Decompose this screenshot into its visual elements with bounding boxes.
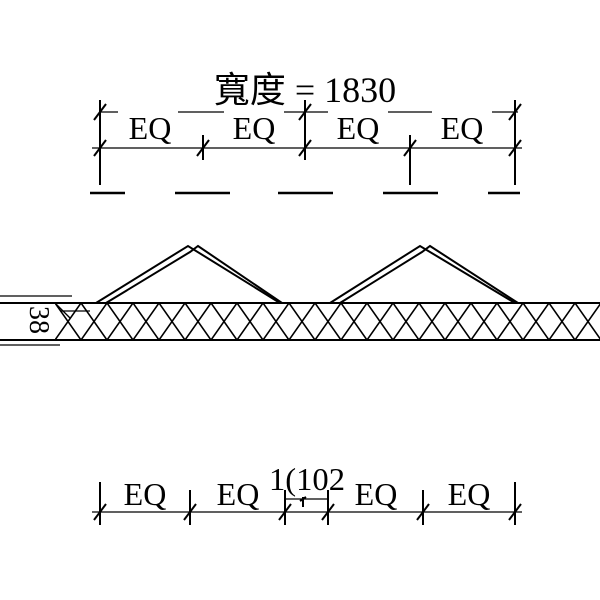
top-dim-label: EQ: [233, 110, 276, 146]
top-dim-label: EQ: [129, 110, 172, 146]
bottom-dim-label: EQ: [355, 476, 398, 512]
panel-section: 38: [0, 244, 600, 346]
bottom-dim-label: EQ: [217, 476, 260, 512]
bottom-dim-label: EQ: [124, 476, 167, 512]
top-dim-label: EQ: [337, 110, 380, 146]
top-dim-label: EQ: [441, 110, 484, 146]
thickness-label: 38: [23, 306, 54, 334]
gap-dim-label: 1(102: [269, 461, 345, 497]
top-dimension: EQ EQ EQ EQ: [92, 100, 522, 185]
bottom-dimension: EQ EQ EQ EQ 1(102: [92, 461, 522, 525]
bottom-dim-label: EQ: [448, 476, 491, 512]
